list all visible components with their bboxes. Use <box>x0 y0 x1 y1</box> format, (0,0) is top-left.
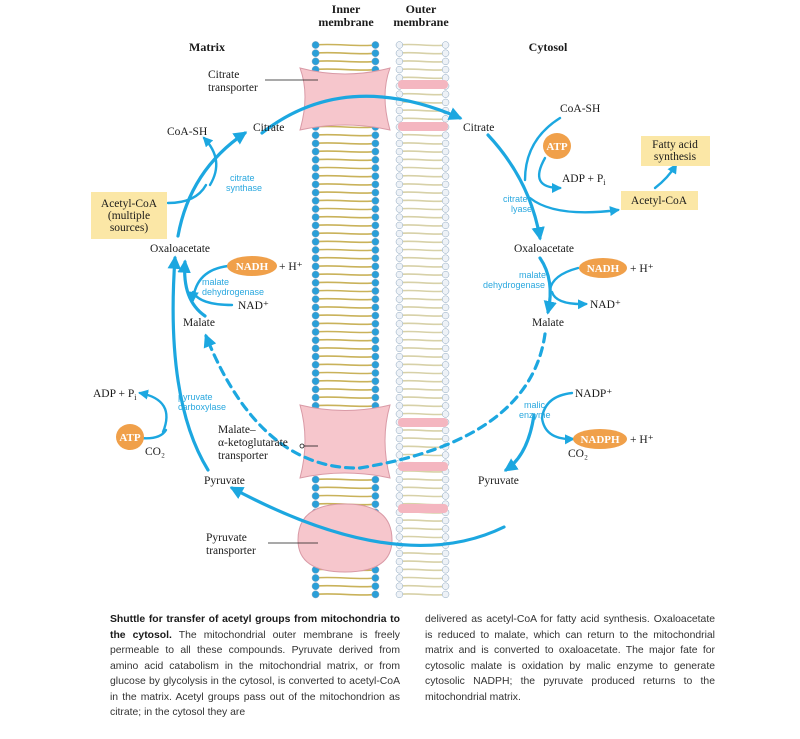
matrix-atp: ATP <box>119 432 140 444</box>
cyto-nadh-arrow <box>548 266 580 292</box>
citrate-synthase-arrow <box>176 131 248 238</box>
acetyl-coa-release-arrow <box>528 196 620 217</box>
cytosol-header: Cytosol <box>529 40 568 54</box>
cyto-pyruvate: Pyruvate <box>478 475 519 487</box>
caption-right-column: delivered as acetyl-CoA for fatty acid s… <box>425 612 715 705</box>
caption-right-text: delivered as acetyl-CoA for fatty acid s… <box>425 614 715 703</box>
malate-return-arrow <box>203 332 547 470</box>
outer-membrane <box>395 41 450 599</box>
cyto-atp-ellipse <box>543 133 571 159</box>
matrix-nadh: NADH <box>236 261 269 273</box>
pyruvate-carboxylation-arrow <box>167 255 210 472</box>
cyto-co2: CO₂ <box>568 448 588 460</box>
coa-release-arrow <box>202 136 218 187</box>
cyto-nadph: NADPH <box>580 434 620 446</box>
malate-to-oxaloacetate-arrow <box>177 259 207 318</box>
cyto-nad-arrow <box>550 290 589 310</box>
malate-transporter-pointer-dot <box>299 443 305 449</box>
pyruvate-transporter-shape <box>297 503 393 573</box>
caption-left-column: Shuttle for transfer of acetyl groups fr… <box>110 612 400 721</box>
cyto-nadp-plus: NADP⁺ <box>575 388 612 400</box>
cyto-malate: Malate <box>532 317 564 329</box>
cyto-nadph-h-plus: + H⁺ <box>630 434 654 446</box>
caption-title: Shuttle for transfer of acetyl groups fr… <box>110 614 400 641</box>
matrix-nad-plus: NAD⁺ <box>238 300 269 312</box>
nadph-arrow <box>540 416 576 445</box>
matrix-citrate: Citrate <box>253 122 284 134</box>
adp-arrow <box>138 389 168 434</box>
atp-adp-arrow <box>537 156 563 194</box>
citrate-export-arrow <box>260 94 463 135</box>
to-fatty-acid-arrow <box>653 163 678 190</box>
pyruvate-import-arrow <box>229 486 506 547</box>
cyto-coa-sh: CoA-SH <box>560 103 600 115</box>
cyto-atp: ATP <box>546 141 567 153</box>
cyto-nadph-ellipse <box>573 429 627 449</box>
acetyl-coa-input-arrow <box>166 183 208 205</box>
oxaloacetate-reduction-arrow <box>538 256 557 315</box>
cyto-nadh-ellipse <box>579 258 627 278</box>
cyto-adp-pi: ADP + Pi <box>562 173 606 187</box>
matrix-coa-sh: CoA-SH <box>167 126 207 138</box>
fatty-acid-synthesis-box <box>641 136 710 166</box>
matrix-oxaloacetate: Oxaloacetate <box>150 243 210 255</box>
matrix-pyruvate: Pyruvate <box>204 475 245 487</box>
cyto-nadh: NADH <box>587 263 620 275</box>
cyto-nad-plus: NAD⁺ <box>590 299 621 311</box>
matrix-nadh-ellipse <box>227 256 277 276</box>
cyto-acetyl-coa: Acetyl-CoA <box>631 195 688 207</box>
nadp-arrow <box>540 391 574 420</box>
pyruvate-export-arrow <box>503 413 536 472</box>
caption-left-text: The mitochondrial outer membrane is free… <box>110 629 400 719</box>
malate-transporter-shape <box>299 404 391 479</box>
acetyl-coa-source-box <box>91 192 167 239</box>
matrix-header: Matrix <box>189 40 225 54</box>
cyto-citrate: Citrate <box>463 122 494 134</box>
matrix-atp-ellipse <box>116 424 144 450</box>
cyto-nadh-h-plus: + H⁺ <box>630 263 654 275</box>
matrix-nad-arrow <box>191 290 234 307</box>
coa-input-arrow <box>523 116 562 182</box>
matrix-co2: CO₂ <box>145 446 165 458</box>
matrix-nadh-h-plus: + H⁺ <box>279 261 303 273</box>
citrate-lyase-arrow <box>486 133 545 241</box>
cyto-acetyl-coa-box <box>621 191 698 210</box>
cyto-oxaloacetate: Oxaloacetate <box>514 243 574 255</box>
matrix-malate: Malate <box>183 317 215 329</box>
matrix-adp-pi: ADP + Pi <box>93 388 137 402</box>
